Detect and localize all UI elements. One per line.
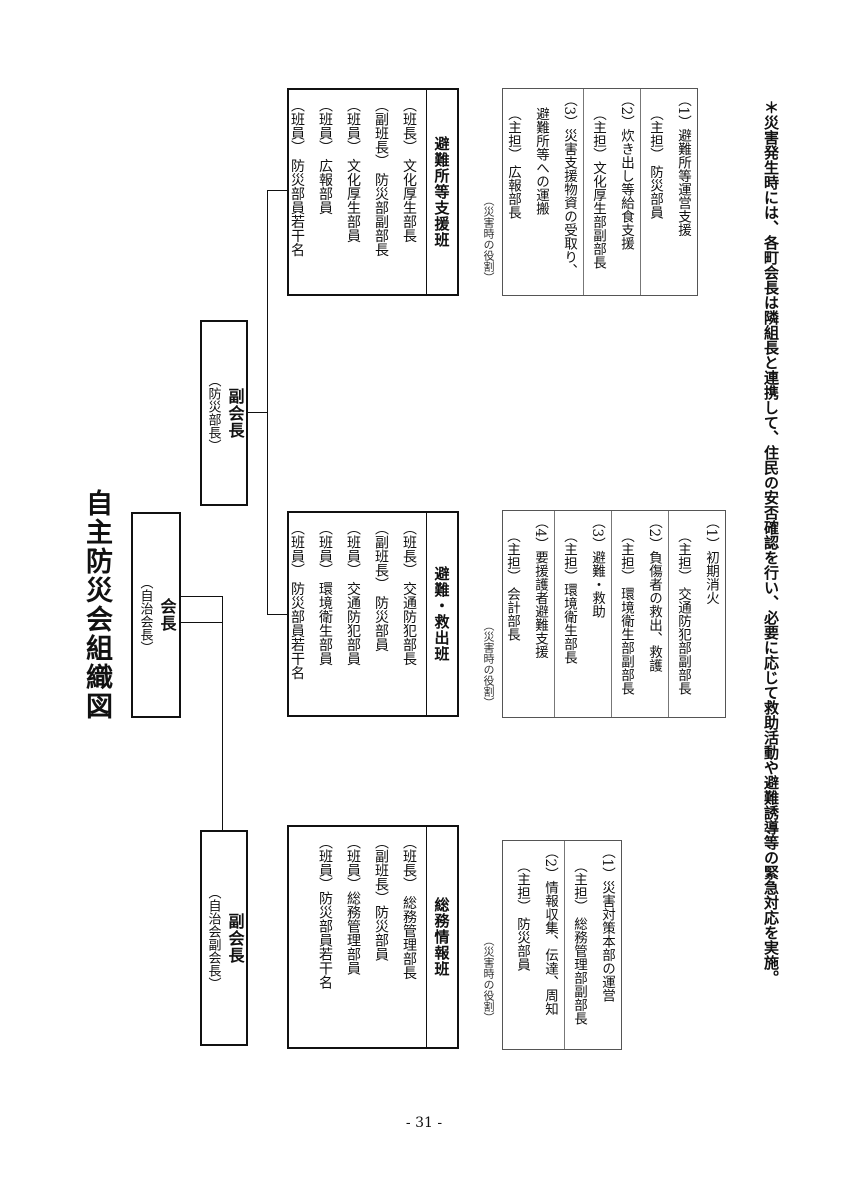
connector-vp-right <box>247 412 267 413</box>
role-group: （1）災害対策本部の運営 （主担） 総務管理部副部長 <box>564 841 621 1049</box>
roles-rescue-caption: （災害時の役割） <box>482 620 495 708</box>
role-group: （2）情報収集、伝達、周知 （主担） 防災部員 <box>508 841 564 1049</box>
member-line: （班員） 広報部員 <box>317 98 333 215</box>
role-group: （3）災害支援物資の受取り、 避難所等への運搬 （主担） 広報部長 <box>499 89 583 295</box>
team-rescue-box: 避難・救出班 （班長） 交通防犯部長 （副班長） 防災部員 （班員） 交通防犯部… <box>287 511 459 717</box>
role-line: （1）災害対策本部の運営 <box>599 845 615 1003</box>
roles-general-caption: （災害時の役割） <box>482 935 495 1023</box>
president-box: 会長 （自治会長） <box>131 512 181 718</box>
president-title: 会長 <box>157 598 177 632</box>
role-line: （3）避難・救助 <box>589 515 605 619</box>
member-line: （副班長）防災部員 <box>373 835 389 961</box>
role-line: （4）要援護者避難支援 <box>532 515 548 659</box>
role-line: （2）負傷者の救出、救護 <box>646 515 662 673</box>
role-line: （1）初期消火 <box>703 515 719 605</box>
vp-right-box: 副会長 （防災部長） <box>200 320 248 506</box>
role-line: （主担） 交通防犯部副部長 <box>675 529 691 696</box>
connector-branch-vertical <box>267 190 268 615</box>
role-line: （主担） 会計部長 <box>504 529 520 642</box>
team-general-members: （班長） 総務管理部長 （副班長）防災部員 （班員）総務管理部員 （班員）防災部… <box>311 835 423 1043</box>
team-rescue-name: 避難・救出班 <box>426 513 457 715</box>
roles-shelter-caption: （災害時の役割） <box>482 195 495 283</box>
member-line: （班長） 文化厚生部長 <box>401 98 417 243</box>
role-line: （主担） 環境衛生部副部長 <box>618 529 634 696</box>
vp-left-title: 副会長 <box>225 912 245 964</box>
role-line: （2）情報収集、伝達、周知 <box>542 845 558 1016</box>
footnote: ＊災害発生時には、各町会長は隣組長と連携して、住民の安否確認を行い、必要に応じて… <box>762 100 780 985</box>
roles-rescue-box: （1）初期消火 （主担） 交通防犯部副部長 （2）負傷者の救出、救護 （主担） … <box>502 510 726 718</box>
page-title: 自主防災会組織図 <box>81 489 112 721</box>
page-number: - 31 - <box>405 1115 443 1131</box>
role-line: 避難所等への運搬 <box>533 107 549 215</box>
connector-branch-bottom <box>267 614 287 615</box>
role-group: （2）炊き出し等給食支援 （主担）文化厚生部副部長 <box>583 89 640 295</box>
vp-left-sub: （自治会副会長） <box>205 886 221 990</box>
member-line: （班員） 防災部員若干名 <box>289 98 305 257</box>
role-group: （2）負傷者の救出、救護 （主担） 環境衛生部副部長 <box>611 511 668 717</box>
team-shelter-members: （班長） 文化厚生部長 （副班長） 防災部副部長 （班員） 文化厚生部員 （班員… <box>283 98 423 290</box>
role-group: （3）避難・救助 （主担）環境衛生部長 <box>554 511 611 717</box>
team-general-name: 総務情報班 <box>426 827 457 1047</box>
team-shelter-box: 避難所等支援班 （班長） 文化厚生部長 （副班長） 防災部副部長 （班員） 文化… <box>287 88 459 296</box>
connector-president-left <box>180 622 223 623</box>
role-group: （1）避難所等運営支援 （主担） 防災部員 <box>640 89 697 295</box>
vp-right-title: 副会長 <box>225 387 245 439</box>
team-shelter-name: 避難所等支援班 <box>426 90 457 294</box>
team-rescue-members: （班長） 交通防犯部長 （副班長） 防災部員 （班員） 交通防犯部員 （班員） … <box>283 521 423 711</box>
president-sub: （自治会長） <box>137 576 153 654</box>
member-line: （班員）防災部員若干名 <box>317 835 333 989</box>
role-line: （2）炊き出し等給食支援 <box>618 93 634 251</box>
member-line: （班員）総務管理部員 <box>345 835 361 975</box>
role-line: （主担） 総務管理部副部長 <box>571 859 587 1026</box>
connector-trunk-right <box>222 596 223 623</box>
connector-branch-top <box>267 190 287 191</box>
member-line: （班員） 交通防犯部員 <box>345 521 361 666</box>
roles-shelter-box: （1）避難所等運営支援 （主担） 防災部員 （2）炊き出し等給食支援 （主担）文… <box>502 88 698 296</box>
role-line: （主担） 防災部員 <box>647 107 663 220</box>
role-line: （主担） 防災部員 <box>514 859 530 972</box>
roles-general-box: （1）災害対策本部の運営 （主担） 総務管理部副部長 （2）情報収集、伝達、周知… <box>502 840 622 1050</box>
member-line: （班長） 総務管理部長 <box>401 835 417 980</box>
member-line: （班員） 防災部員若干名 <box>289 521 305 680</box>
member-line: （班員） 文化厚生部員 <box>345 98 361 243</box>
member-line: （副班長） 防災部員 <box>373 521 389 652</box>
role-line: （主担）環境衛生部長 <box>561 529 577 664</box>
role-line: （主担） 広報部長 <box>505 107 521 220</box>
member-line: （副班長） 防災部副部長 <box>373 98 389 257</box>
vp-left-box: 副会長 （自治会副会長） <box>200 830 248 1046</box>
role-line: （主担）文化厚生部副部長 <box>590 107 606 269</box>
role-group: （4）要援護者避難支援 （主担） 会計部長 <box>498 511 554 717</box>
connector-trunk <box>222 622 223 830</box>
role-group: （1）初期消火 （主担） 交通防犯部副部長 <box>668 511 725 717</box>
connector-president-vp <box>180 596 223 597</box>
member-line: （班員） 環境衛生部員 <box>317 521 333 666</box>
vp-right-sub: （防災部長） <box>205 374 221 452</box>
role-line: （1）避難所等運営支援 <box>675 93 691 237</box>
role-line: （3）災害支援物資の受取り、 <box>561 93 577 278</box>
team-general-box: 総務情報班 （班長） 総務管理部長 （副班長）防災部員 （班員）総務管理部員 （… <box>287 825 459 1049</box>
member-line: （班長） 交通防犯部長 <box>401 521 417 666</box>
